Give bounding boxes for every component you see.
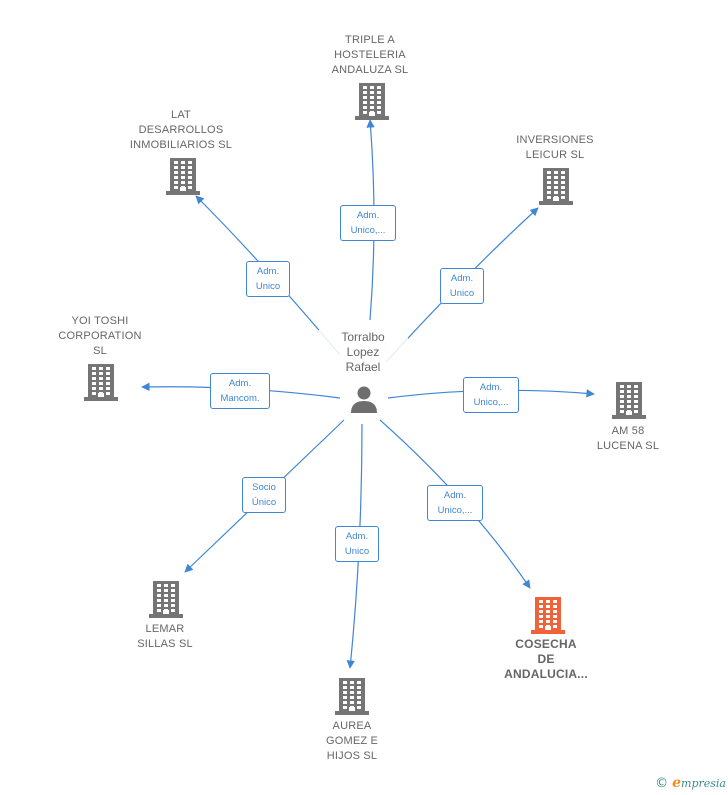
building-icon[interactable] [149, 580, 183, 618]
company-label-cosecha[interactable]: COSECHA DE ANDALUCIA... [504, 637, 588, 681]
person-icon[interactable] [349, 384, 379, 414]
company-label-lat[interactable]: LAT DESARROLLOS INMOBILIARIOS SL [129, 109, 233, 151]
building-icon[interactable] [355, 82, 389, 120]
relation-label-cosecha[interactable]: Adm. Unico,... [427, 485, 483, 521]
company-label-yoi[interactable]: YOI TOSHI CORPORATION SL [58, 315, 142, 357]
person-label[interactable]: Torralbo Lopez Rafael [318, 330, 408, 375]
company-label-triple[interactable]: TRIPLE A HOSTELERIA ANDALUZA SL [331, 34, 409, 76]
relation-label-lat[interactable]: Adm. Unico [246, 261, 290, 297]
brand-initial: e [672, 775, 682, 791]
building-icon[interactable] [166, 157, 200, 195]
copyright-symbol: © [655, 776, 669, 791]
brand-watermark: ©empresia [655, 775, 726, 791]
company-label-aurea[interactable]: AUREA GOMEZ E HIJOS SL [325, 720, 379, 762]
relation-label-lemar[interactable]: Socio Único [242, 477, 286, 513]
building-icon[interactable] [531, 596, 565, 634]
building-icon[interactable] [335, 677, 369, 715]
relation-label-aurea[interactable]: Adm. Unico [335, 526, 379, 562]
brand-name: mpresia [681, 777, 726, 790]
relation-label-triple[interactable]: Adm. Unico,... [340, 205, 396, 241]
company-label-inversiones[interactable]: INVERSIONES LEICUR SL [516, 134, 594, 161]
relation-label-inversiones[interactable]: Adm. Unico [440, 268, 484, 304]
relation-label-yoi[interactable]: Adm. Mancom. [210, 373, 270, 409]
building-icon[interactable] [612, 381, 646, 419]
building-icon[interactable] [84, 363, 118, 401]
building-icon[interactable] [539, 167, 573, 205]
company-label-lemar[interactable]: LEMAR SILLAS SL [137, 623, 193, 650]
company-label-am58[interactable]: AM 58 LUCENA SL [596, 425, 660, 452]
relation-label-am58[interactable]: Adm. Unico,... [463, 377, 519, 413]
